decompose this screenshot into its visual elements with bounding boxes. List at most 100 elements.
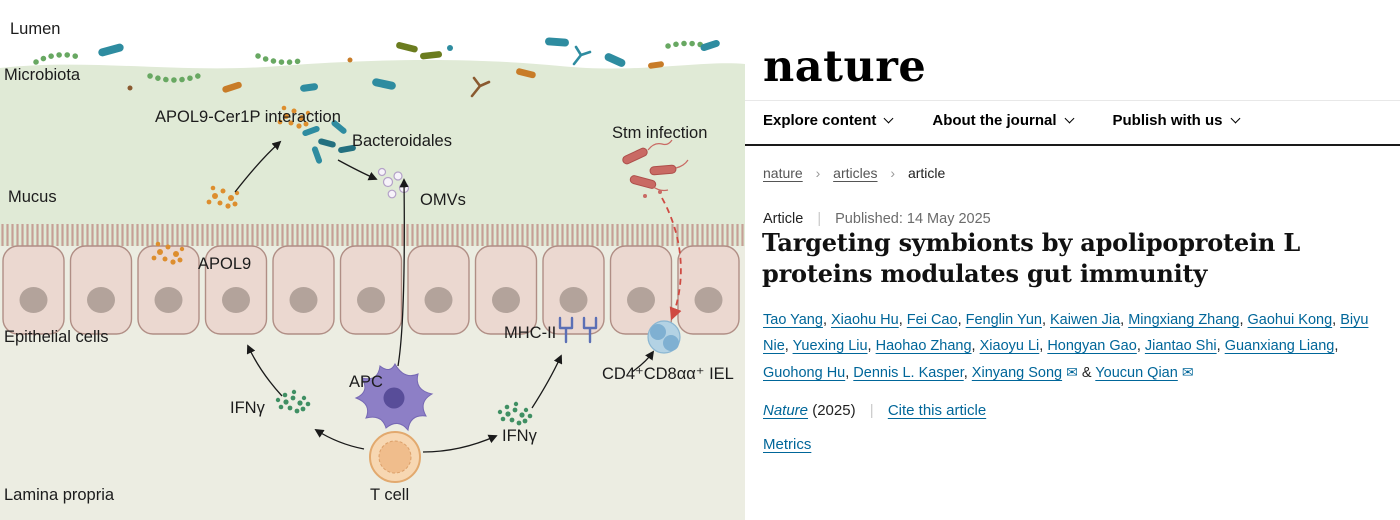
author-link[interactable]: Xinyang Song [971,364,1063,381]
chevron-right-icon: › [815,165,821,181]
label-lumen: Lumen [10,20,61,38]
author-link[interactable]: Kaiwen Jia [1050,312,1121,328]
label-epithelial-cells: Epithelial cells [4,328,109,346]
breadcrumb-nature[interactable]: nature [763,165,803,181]
author-link[interactable]: Tao Yang [763,312,823,328]
chevron-right-icon: › [890,165,896,181]
author-link[interactable]: Hongyan Gao [1047,337,1137,354]
mucus-layer [0,60,745,246]
nav-explore-content[interactable]: Explore content [763,112,894,129]
logo-divider [745,100,1400,101]
author-link[interactable]: Yuexing Liu [792,337,868,354]
meta-divider: | [817,211,822,227]
chevron-down-icon [1230,113,1240,123]
label-mhc2: MHC-II [504,324,557,342]
metrics-link[interactable]: Metrics [763,436,812,453]
mhc2-icon [558,316,598,344]
bacteroidales-cluster [302,120,356,164]
author-separator: , [1136,337,1145,354]
label-mucus: Mucus [8,188,57,206]
author-separator: , [1239,312,1248,328]
label-iel: CD4⁺CD8αα⁺ IEL [602,365,734,383]
author-link[interactable]: Haohao Zhang [875,337,972,354]
author-separator: , [784,337,793,354]
author-link[interactable]: Jiantao Shi [1144,337,1217,354]
nav-publish-with-us[interactable]: Publish with us [1112,112,1240,129]
breadcrumb-articles[interactable]: articles [833,165,878,181]
breadcrumb-article: article [907,165,946,181]
label-stm-infection: Stm infection [612,124,708,142]
label-lamina-propria: Lamina propria [4,486,115,504]
author-link[interactable]: Guanxiang Liang [1224,337,1335,354]
t-cell [369,431,421,483]
nav-label: About the journal [932,112,1057,129]
published-label: Published: [835,211,903,227]
author-link[interactable]: Fei Cao [906,312,958,328]
author-separator: , [867,337,876,354]
label-ifny-right: IFNγ [502,427,537,445]
article-type: Article [763,211,804,227]
stm-infection-arrow [661,197,682,321]
apc-cell [354,362,434,432]
author-separator: , [963,364,972,381]
email-icon[interactable]: ✉ [1066,363,1078,380]
nav-label: Publish with us [1112,112,1223,129]
journal-link[interactable]: Nature [763,402,809,419]
author-separator: , [1334,337,1339,354]
author-separator: , [957,312,966,328]
author-link[interactable]: Mingxiang Zhang [1128,312,1240,328]
author-separator: , [971,337,980,354]
label-apol9: APOL9 [198,255,252,273]
author-link[interactable]: Gaohui Kong [1247,312,1333,328]
author-separator: , [845,364,854,381]
figure-panel: Lumen Microbiota APOL9-Cer1P interaction… [0,20,745,520]
metrics-row: Metrics [763,436,811,453]
label-t-cell: T cell [370,486,410,504]
epithelial-nuclei [19,287,723,313]
article-meta: Article | Published: 14 May 2025 [763,211,991,227]
published-date: 14 May 2025 [906,211,991,227]
article-page: nature Explore content About the journal… [745,0,1400,520]
author-separator: , [1216,337,1225,354]
breadcrumb: nature › articles › article [763,165,945,181]
nav-label: Explore content [763,112,877,129]
cite-this-article-link[interactable]: Cite this article [887,402,987,419]
author-link[interactable]: Xiaoyu Li [979,337,1040,354]
nav-about-the-journal[interactable]: About the journal [932,112,1074,129]
author-separator: , [1120,312,1129,328]
label-apc: APC [349,373,383,391]
author-separator: , [1041,312,1051,328]
author-link[interactable]: Youcun Qian [1095,364,1178,381]
citation-divider: | [869,402,874,419]
label-omvs: OMVs [420,191,466,209]
microbiota-bacteria [33,37,720,98]
nature-logo[interactable]: nature [763,42,927,92]
author-separator: , [1332,312,1341,328]
pathway-arrows [234,140,655,453]
label-ifny-left: IFNγ [230,399,265,417]
iel-cell [647,320,681,354]
label-microbiota: Microbiota [4,66,81,84]
chevron-down-icon [883,113,894,123]
author-link[interactable]: Fenglin Yun [965,312,1042,328]
author-separator: , [898,312,907,328]
email-icon[interactable]: ✉ [1181,363,1194,380]
author-list: Tao Yang, Xiaohu Hu, Fei Cao, Fenglin Yu… [763,308,1395,386]
citation-year: (2025) [812,402,856,419]
author-link[interactable]: Dennis L. Kasper [853,364,964,381]
article-title: Targeting symbionts by apolipoprotein L … [762,228,1300,288]
microvilli-brush-border [0,224,745,246]
author-link[interactable]: Biyu Nie [763,312,1369,354]
main-nav: Explore content About the journal Publis… [763,112,1240,129]
author-separator: & [1077,364,1096,381]
label-apol9-cer1p: APOL9-Cer1P interaction [155,108,341,126]
chevron-down-icon [1064,113,1074,123]
author-separator: , [1039,337,1048,354]
label-bacteroidales: Bacteroidales [352,132,452,150]
author-separator: , [822,312,831,328]
author-link[interactable]: Guohong Hu [763,364,846,381]
stm-bacteria [622,139,689,198]
header-divider [745,144,1400,146]
author-link[interactable]: Xiaohu Hu [831,312,899,328]
